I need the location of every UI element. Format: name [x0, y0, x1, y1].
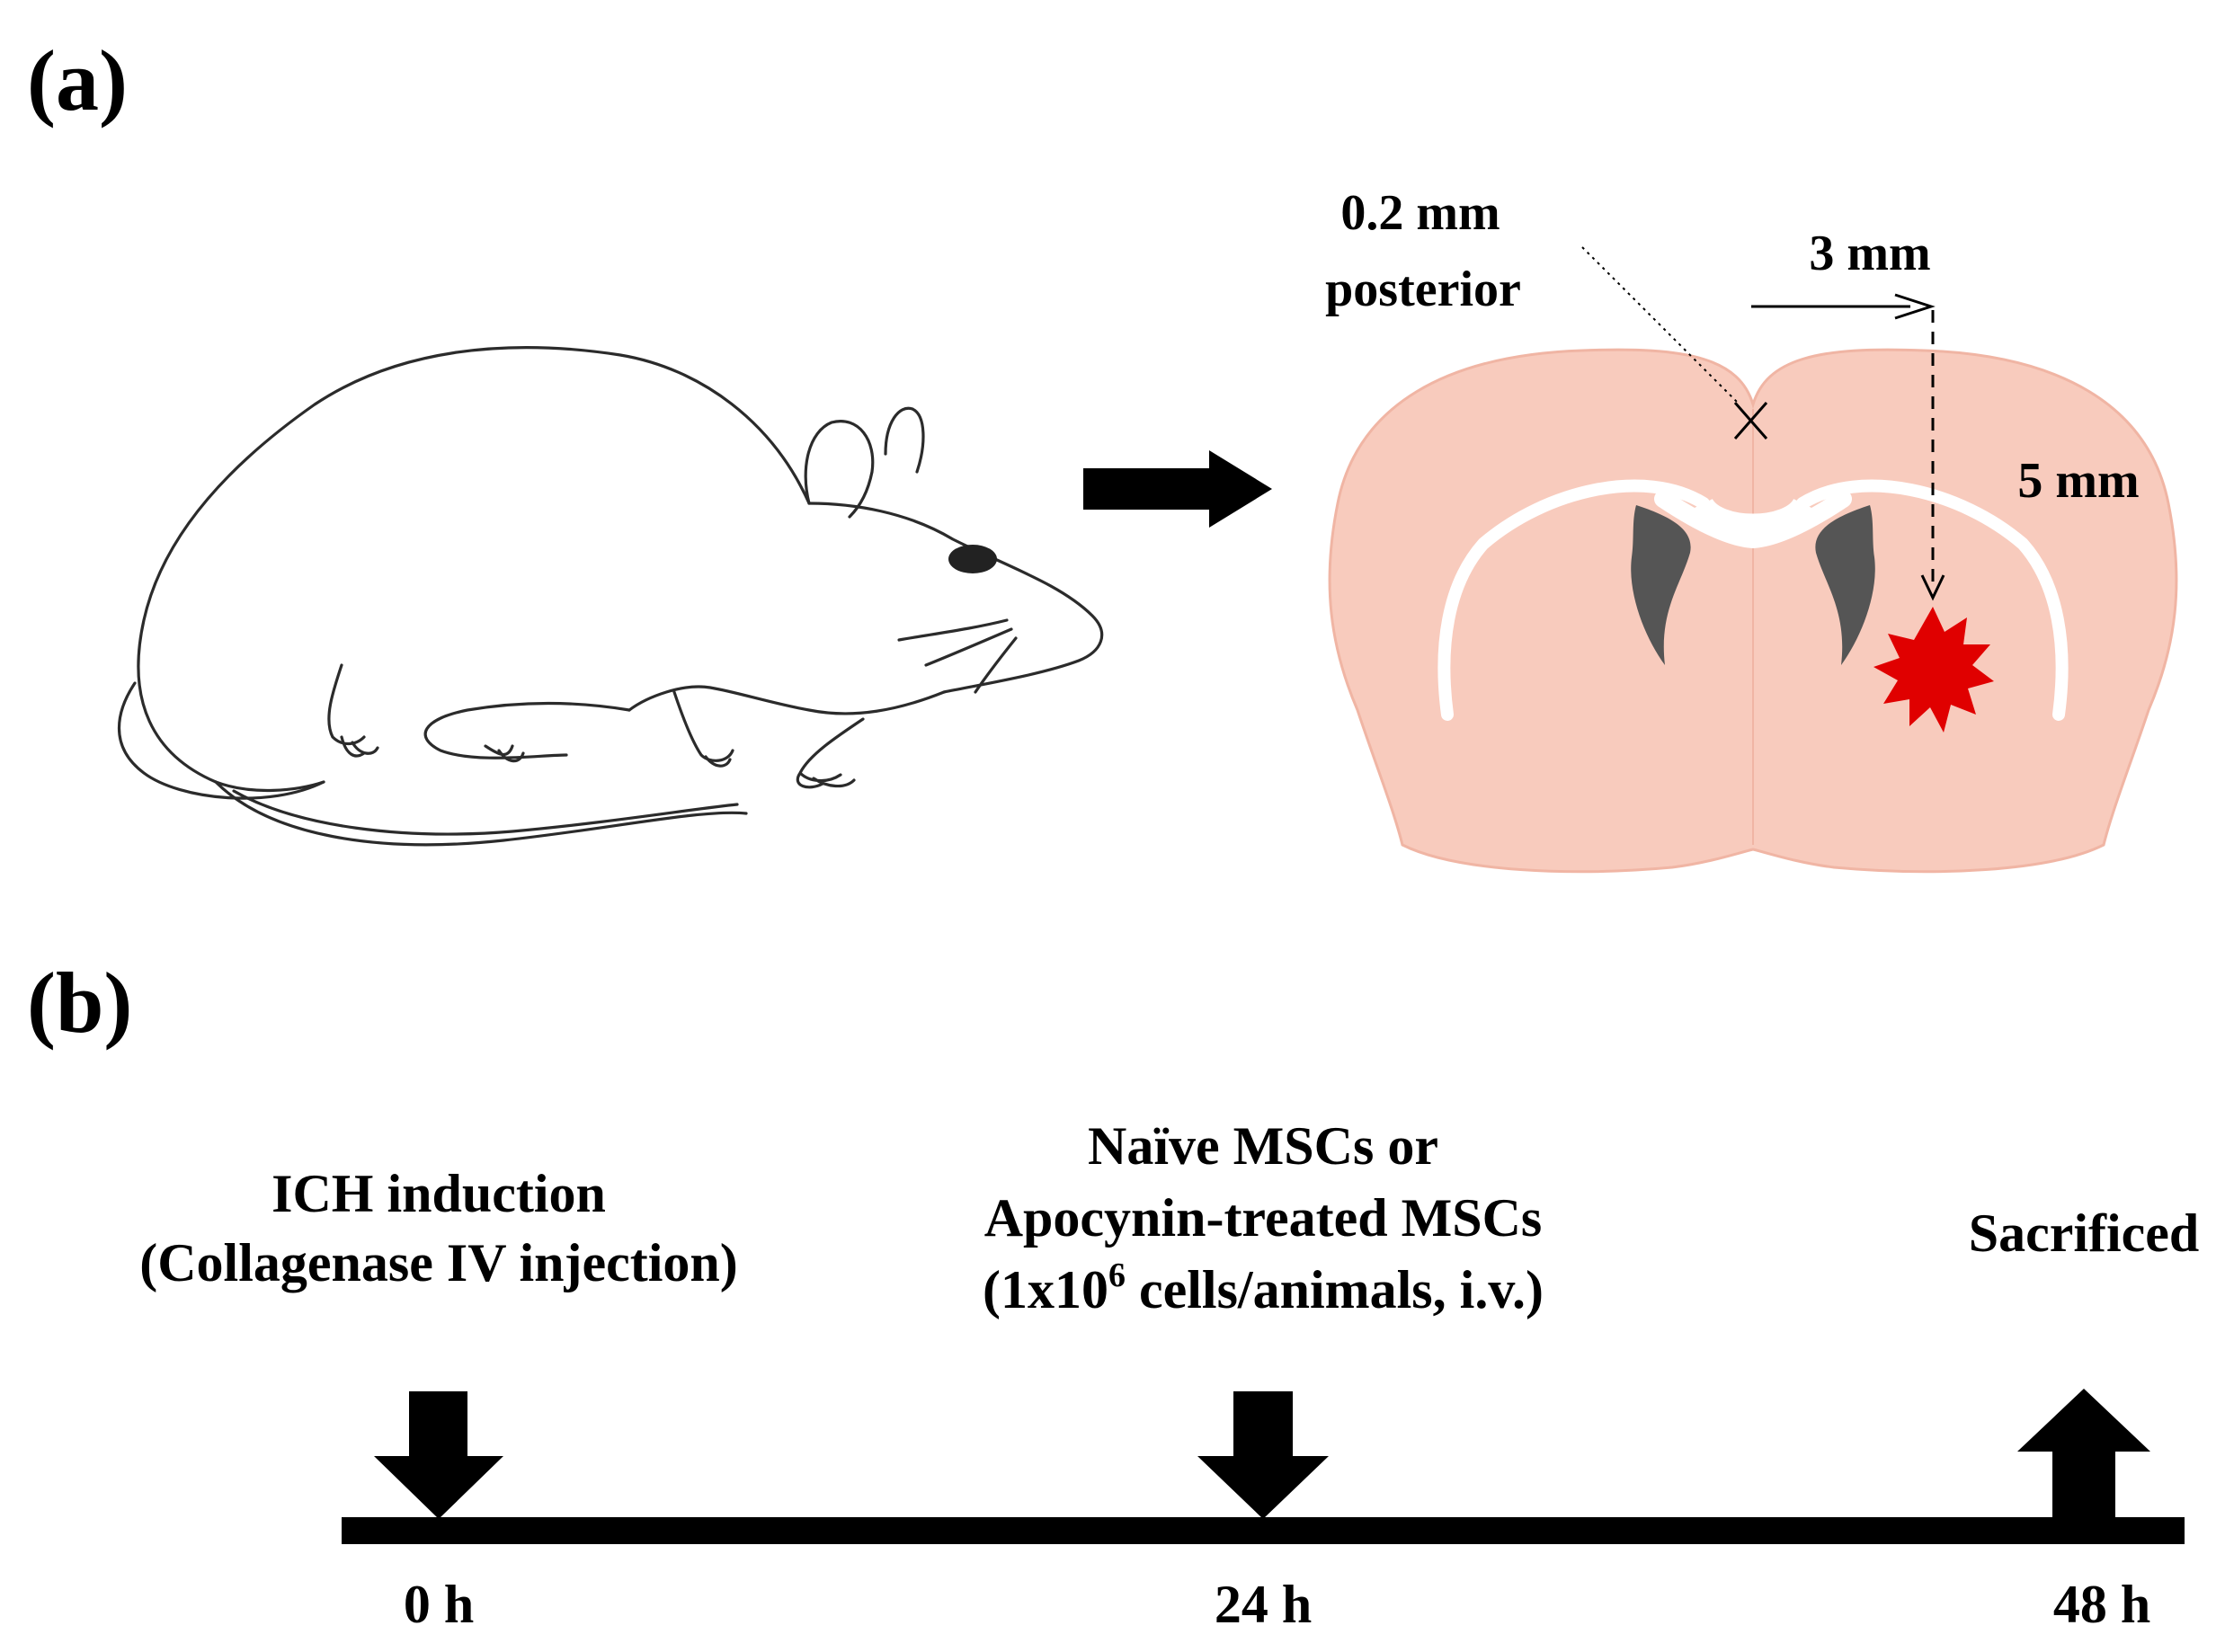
depth-label: 5 mm [2017, 453, 2139, 509]
event-24h-line2: Apocynin-treated MSCs [984, 1188, 1543, 1248]
event-0h-title: ICH induction [271, 1164, 606, 1223]
lateral-arrow-icon [1894, 293, 1936, 320]
event-24h-dose: (1x106 cells/animals, i.v.) [983, 1257, 1544, 1319]
injection-site-cross [1733, 402, 1768, 440]
lateral-label: 3 mm [1809, 226, 1930, 281]
timeline-bar [342, 1517, 2185, 1544]
panel-a-label: (a) [27, 32, 128, 129]
event-0h-subtitle: (Collagenase IV injection) [139, 1233, 738, 1292]
time-24h: 24 h [1215, 1575, 1312, 1634]
posterior-label-line1: 0.2 mm [1340, 185, 1500, 241]
time-0h: 0 h [404, 1575, 474, 1634]
hemorrhage-star [1873, 607, 1994, 733]
leader-line [1581, 246, 1740, 405]
brain-section [1328, 348, 2178, 874]
rat-eye-icon [948, 545, 997, 573]
panel-b-label: (b) [27, 955, 132, 1051]
up-arrow-48h-icon [2017, 1389, 2150, 1517]
posterior-label-line2: posterior [1325, 262, 1521, 317]
depth-arrow-icon [1920, 574, 1945, 601]
event-24h-line1: Naïve MSCs or [1088, 1116, 1438, 1176]
time-48h: 48 h [2053, 1575, 2150, 1634]
right-arrow-icon [1083, 450, 1272, 528]
event-48h-title: Sacrificed [1969, 1203, 2200, 1263]
rat-illustration [117, 346, 1104, 847]
down-arrow-0h-icon [374, 1391, 503, 1519]
down-arrow-24h-icon [1197, 1391, 1329, 1519]
